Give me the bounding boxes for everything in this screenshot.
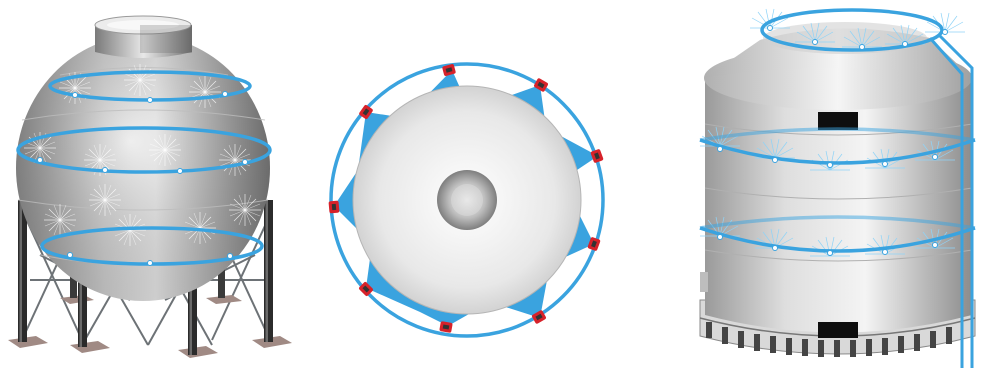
cylinder-dark-panel — [818, 322, 858, 338]
cylinder-body — [700, 78, 972, 338]
spherical-tank — [8, 16, 292, 358]
leg-base-plates — [8, 292, 292, 358]
sphere-top-cap — [95, 16, 192, 58]
nozzle-left — [328, 201, 339, 214]
tank-top-view — [328, 64, 603, 336]
cylindrical-tank — [700, 9, 975, 368]
nozzle-bottom — [439, 321, 453, 333]
sphere-body — [16, 35, 270, 301]
cylinder-roof — [704, 22, 972, 110]
